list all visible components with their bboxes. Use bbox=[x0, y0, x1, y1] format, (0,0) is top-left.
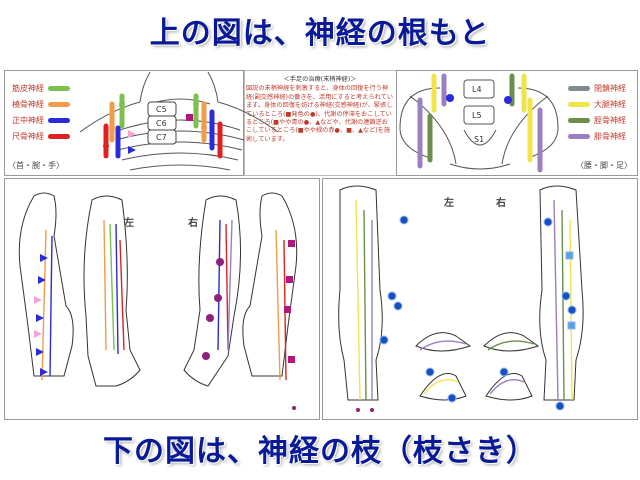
arm-nerves bbox=[42, 220, 286, 380]
leg-small-markers bbox=[356, 408, 374, 412]
label-c7: C7 bbox=[156, 133, 167, 142]
label-c5: C5 bbox=[156, 105, 167, 114]
label-s1: S1 bbox=[474, 135, 484, 144]
leg-nerves bbox=[356, 200, 572, 400]
arm-outlines bbox=[19, 193, 296, 386]
label-left-legs: 左 bbox=[443, 196, 454, 209]
leg-markers bbox=[380, 216, 576, 410]
label-c6: C6 bbox=[156, 119, 167, 128]
label-l4: L4 bbox=[472, 85, 482, 94]
label-right-legs: 右 bbox=[495, 196, 506, 209]
label-right-arms: 右 bbox=[187, 216, 198, 229]
label-left-arms: 左 bbox=[123, 216, 134, 229]
label-l5: L5 bbox=[472, 111, 482, 120]
